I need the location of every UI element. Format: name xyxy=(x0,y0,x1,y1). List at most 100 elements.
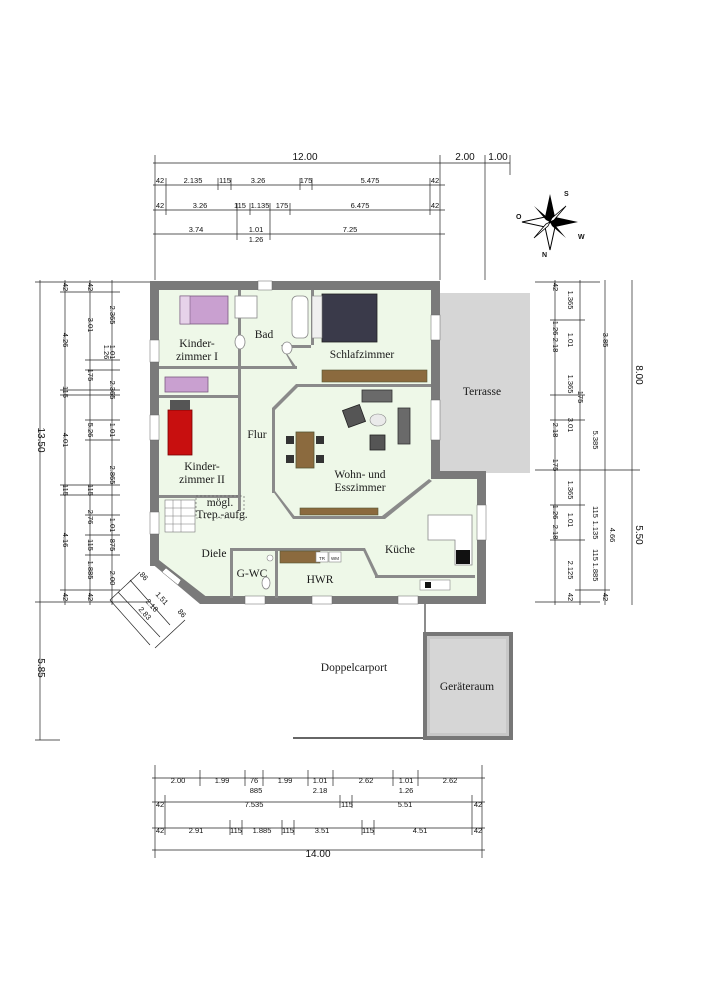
sideboard xyxy=(299,507,379,516)
wardrobe xyxy=(321,369,428,383)
room-label-trep-2: Trep.-aufg. xyxy=(196,509,247,521)
dim-left-c3-2: 1.26 xyxy=(102,345,111,360)
room-label-kinderzimmer1-1: Kinder- xyxy=(179,338,215,350)
dim-left-total-lower: 5.85 xyxy=(35,658,46,678)
dim-right-c2-7: 42 xyxy=(601,593,610,601)
dim-left-c2-1: 3.01 xyxy=(86,318,95,333)
dim-right-total-lower: 5.50 xyxy=(633,525,644,545)
dim-left-c2-4: 115 xyxy=(86,484,95,496)
sofa-right xyxy=(397,407,411,445)
toilet-icon xyxy=(281,341,293,355)
dim-bot-r1-4: 1.01 xyxy=(313,776,328,785)
dim-left-c1-2: 115 xyxy=(61,386,70,398)
bathtub-icon xyxy=(291,295,309,339)
dim-top-extra1: 2.00 xyxy=(455,152,475,163)
room-label-kinderzimmer2-2: zimmer II xyxy=(179,474,225,486)
room-label-diele: Diele xyxy=(202,548,227,560)
dim-left-c3-0: 2.365 xyxy=(108,306,117,325)
chair xyxy=(286,436,294,444)
dim-diag-3: 86 xyxy=(176,607,188,619)
dimension-left: 13.50 5.85 42 4.26 115 4.01 115 4.16 42 … xyxy=(35,280,150,741)
compass-n: N xyxy=(542,252,547,259)
dim-left-total: 13.50 xyxy=(35,427,46,452)
dim-right-c1-2: 1.26 xyxy=(551,321,560,336)
dim-right-c1-6: 175 xyxy=(576,391,585,404)
dim-top-r1-3: 3.26 xyxy=(251,176,266,185)
dim-bot-r1-2: 76 xyxy=(250,776,258,785)
dim-left-c3-3: 2.365 xyxy=(108,381,117,400)
compass-w: W xyxy=(578,234,585,241)
dim-top-r3-sub: 1.26 xyxy=(249,235,264,244)
label-wm: WM xyxy=(331,556,339,561)
room-label-kinderzimmer2-1: Kinder- xyxy=(184,461,220,473)
dim-bot-r3-4: 115 xyxy=(282,826,294,835)
armchair-2 xyxy=(369,434,386,451)
dim-bot-r1-7: 2.62 xyxy=(443,776,458,785)
dim-right-c1-13: 2.18 xyxy=(551,525,560,540)
dim-bot-r3-0: 42 xyxy=(156,826,164,835)
dim-left-c3-6: 1.01 xyxy=(108,518,117,533)
room-label-wohn-1: Wohn- und xyxy=(334,469,385,481)
dim-left-c3-5: 2.865 xyxy=(108,466,117,485)
dim-left-c2-5: 2.76 xyxy=(86,510,95,525)
room-label-flur: Flur xyxy=(247,429,266,441)
dim-right-c1-1: 1.365 xyxy=(566,291,575,310)
room-label-kinderzimmer1-2: zimmer I xyxy=(176,351,218,363)
dim-bot-r2-0: 42 xyxy=(156,800,164,809)
dim-left-c1-6: 42 xyxy=(61,593,70,601)
dim-right-total-upper: 8.00 xyxy=(633,365,644,385)
room-label-kueche: Küche xyxy=(385,544,415,556)
dim-bot-r2-1: 7.535 xyxy=(245,800,264,809)
dim-right-c1-11: 1.26 xyxy=(551,505,560,520)
dim-top-r2-4: 175 xyxy=(276,201,289,210)
dim-left-c1-4: 115 xyxy=(61,484,70,496)
dim-left-c3-1: 1.01 xyxy=(108,345,117,360)
dim-top-r3-1: 1.01 xyxy=(249,225,264,234)
room-label-gwc: G-WC xyxy=(237,568,268,580)
dim-bot-r1-0: 2.00 xyxy=(171,776,186,785)
dim-top-r3-2: 7.25 xyxy=(343,225,358,234)
dim-top-r1-1: 2.135 xyxy=(184,176,203,185)
dim-top-r2-1: 3.26 xyxy=(193,201,208,210)
dim-bot-r1-5: 2.62 xyxy=(359,776,374,785)
armchair xyxy=(341,403,367,429)
carport: Doppelcarport xyxy=(293,604,426,739)
dim-bot-r3-3: 1.885 xyxy=(253,826,272,835)
dim-top-r2-3: 1.135 xyxy=(251,201,270,210)
dim-bot-r2-4: 42 xyxy=(474,800,482,809)
toilet-gwc-icon xyxy=(261,576,271,590)
coffee-table xyxy=(369,413,387,427)
bed-schlafzimmer xyxy=(321,293,378,343)
dim-bot-r1-1: 1.99 xyxy=(215,776,230,785)
dim-left-c1-1: 4.26 xyxy=(61,333,70,348)
dim-right-c2-5: 115 xyxy=(591,549,600,561)
room-label-wohn-2: Esszimmer xyxy=(334,482,385,494)
geraeteraum: Geräteraum xyxy=(423,632,513,740)
dim-bot-r3-2: 115 xyxy=(230,826,242,835)
dining-table xyxy=(295,431,315,469)
dim-left-c2-8: 42 xyxy=(86,593,95,601)
dim-top-r1-2: 115 xyxy=(219,176,231,185)
chair xyxy=(286,455,294,463)
bed-kinderzimmer2 xyxy=(167,409,193,456)
dim-top-r1-6: 42 xyxy=(431,176,439,185)
dim-right-c1-15: 42 xyxy=(566,593,575,601)
chair xyxy=(316,455,324,463)
dim-right-c2-6: 1.885 xyxy=(591,563,600,582)
dim-top-r2-6: 42 xyxy=(431,201,439,210)
room-label-terrasse: Terrasse xyxy=(463,386,501,398)
dim-right-c1-5: 1.365 xyxy=(566,375,575,394)
dim-right-c1-9: 1.365 xyxy=(566,481,575,500)
dim-right-c2-2: 115 xyxy=(591,506,600,518)
sofa-top xyxy=(361,389,393,403)
dim-bot-r3-8: 42 xyxy=(474,826,482,835)
dim-bot-r2-2: 115 xyxy=(341,800,353,809)
dim-right-c1-12: 1.01 xyxy=(566,513,575,528)
compass-s: S xyxy=(564,191,569,198)
dim-top-r2-2: 115 xyxy=(234,201,246,210)
dim-bot-r1-6: 1.01 xyxy=(399,776,414,785)
dim-right-c2-0: 3.85 xyxy=(601,333,610,348)
dim-right-c1-4: 2.18 xyxy=(551,338,560,353)
room-label-doppelcarport: Doppelcarport xyxy=(321,662,388,674)
